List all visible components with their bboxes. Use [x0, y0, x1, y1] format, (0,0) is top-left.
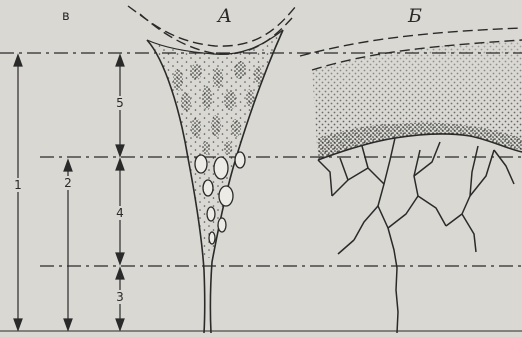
crack-branch	[340, 158, 348, 180]
funnel-body-fill	[147, 30, 283, 258]
column-a-label: A	[216, 5, 232, 27]
lens	[190, 64, 202, 80]
clast	[195, 155, 207, 173]
lens	[202, 141, 210, 155]
scale-label-4: 4	[116, 206, 124, 220]
column-a-structure	[128, 6, 296, 333]
arrow-head-up	[14, 55, 22, 66]
clast	[218, 218, 226, 232]
crack-branch	[494, 150, 514, 184]
lens	[173, 69, 183, 91]
main-crack	[378, 138, 398, 333]
lens	[191, 118, 201, 138]
crack-branch	[354, 206, 378, 240]
lens	[211, 115, 221, 137]
arrow-head-down	[64, 319, 72, 330]
clast	[209, 232, 215, 244]
scale-label-1: 1	[14, 178, 22, 192]
arrow-head-down	[116, 145, 124, 156]
arrow-head-up	[116, 159, 124, 170]
panel-label: в	[62, 9, 70, 24]
lens	[231, 119, 241, 137]
scale-labels: 1 2 3 4 5	[10, 96, 128, 304]
clast	[235, 152, 245, 168]
crack-branch	[332, 168, 368, 196]
arrow-head-down	[116, 319, 124, 330]
scale-label-3: 3	[116, 290, 124, 304]
crack-branch	[462, 214, 476, 252]
lens	[234, 61, 246, 79]
lens	[224, 90, 236, 110]
lens	[254, 66, 262, 84]
arrow-head-down	[116, 253, 124, 264]
crack-branch	[338, 240, 354, 254]
lens	[202, 86, 212, 110]
arrow-head-up	[64, 160, 72, 171]
clast	[214, 157, 228, 179]
crack-branch	[318, 160, 332, 196]
scale-label-2: 2	[64, 176, 72, 190]
dendritic-cracks	[318, 138, 514, 333]
crack-branch	[418, 196, 446, 226]
clast	[219, 186, 233, 206]
column-b-structure	[300, 28, 522, 333]
arrow-head-up	[116, 55, 124, 66]
arrow-head-down	[14, 319, 22, 330]
lens	[224, 141, 232, 155]
arrow-head-up	[116, 268, 124, 279]
column-b-label: Б	[407, 5, 422, 27]
clast	[203, 180, 213, 196]
scale-arrows	[14, 55, 124, 330]
crack-branch	[362, 146, 384, 184]
lens	[213, 68, 223, 88]
scale-label-5: 5	[116, 96, 124, 110]
crack-branch	[388, 150, 420, 228]
lens	[181, 92, 191, 112]
clast	[207, 207, 215, 221]
